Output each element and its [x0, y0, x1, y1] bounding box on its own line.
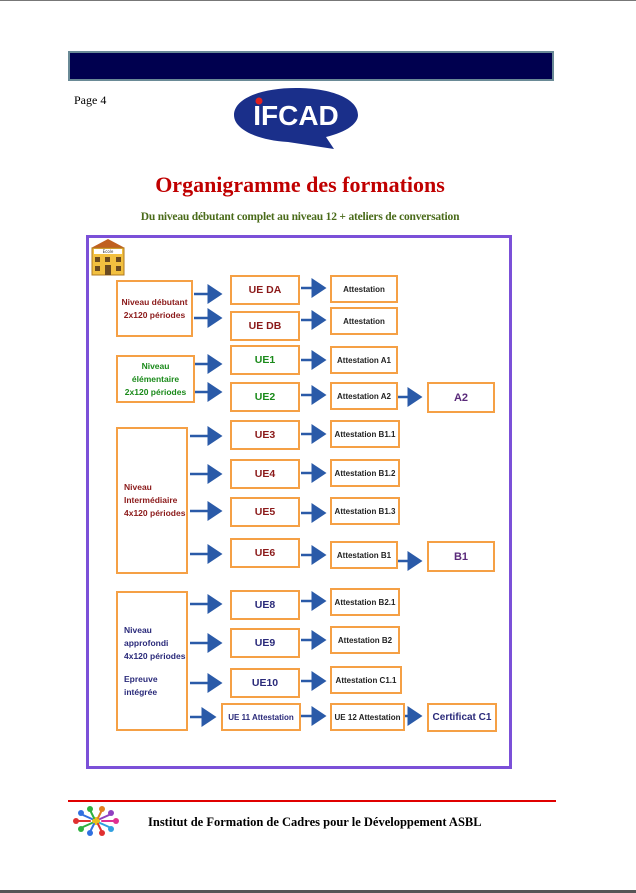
school-icon: Ecole	[89, 238, 127, 281]
ue12-attestation-box: UE 12 Attestation	[330, 703, 405, 731]
svg-text:Ecole: Ecole	[103, 249, 114, 254]
level-approfondi: Niveau approfondi 4x120 périodes Epreuve…	[116, 591, 188, 731]
attestation-b11-box: Attestation B1.1	[330, 420, 400, 448]
attestation-a1-box: Attestation A1	[330, 346, 398, 374]
logo-text: IFCAD	[253, 100, 339, 131]
bottom-border-line	[0, 890, 636, 893]
ue-da-box: UE DA	[230, 275, 300, 305]
top-border-line	[0, 0, 636, 1]
level-intermediaire: Niveau Intermédiaire 4x120 périodes	[116, 427, 188, 574]
level-debutant: Niveau débutant 2x120 périodes	[116, 280, 193, 337]
attestation-b12-box: Attestation B1.2	[330, 459, 400, 487]
attestation-c11-box: Attestation C1.1	[330, 666, 402, 694]
footer-line	[68, 800, 556, 802]
attestation-b1-box: Attestation B1	[330, 541, 398, 569]
ifcad-logo: IFCAD	[230, 85, 362, 154]
final-a2-box: A2	[427, 382, 495, 413]
header-bar	[68, 51, 554, 81]
ue3-box: UE3	[230, 420, 300, 450]
ue4-box: UE4	[230, 459, 300, 489]
ue1-box: UE1	[230, 345, 300, 375]
ue6-box: UE6	[230, 538, 300, 568]
attestation-b21-box: Attestation B2.1	[330, 588, 400, 616]
final-b1-box: B1	[427, 541, 495, 572]
page-number: Page 4	[74, 93, 107, 107]
attestation-da-box: Attestation	[330, 275, 398, 303]
level-elementaire: Niveau élémentaire 2x120 périodes	[116, 355, 195, 403]
ue10-box: UE10	[230, 668, 300, 698]
ue8-box: UE8	[230, 590, 300, 620]
page-subtitle: Du niveau débutant complet au niveau 12 …	[140, 211, 460, 223]
ue5-box: UE5	[230, 497, 300, 527]
chart-frame	[86, 235, 512, 769]
attestation-b13-box: Attestation B1.3	[330, 497, 400, 525]
ue9-box: UE9	[230, 628, 300, 658]
people-circle-icon	[68, 805, 124, 842]
final-c1-box: Certificat C1	[427, 703, 497, 732]
page-title: Organigramme des formations	[155, 172, 445, 197]
ue2-box: UE2	[230, 382, 300, 412]
attestation-b2-box: Attestation B2	[330, 626, 400, 654]
ue-db-box: UE DB	[230, 311, 300, 341]
ue11-box: UE 11 Attestation	[221, 703, 301, 731]
attestation-a2-box: Attestation A2	[330, 382, 398, 410]
footer-institution-name: Institut de Formation de Cadres pour le …	[148, 815, 482, 829]
attestation-db-box: Attestation	[330, 307, 398, 335]
